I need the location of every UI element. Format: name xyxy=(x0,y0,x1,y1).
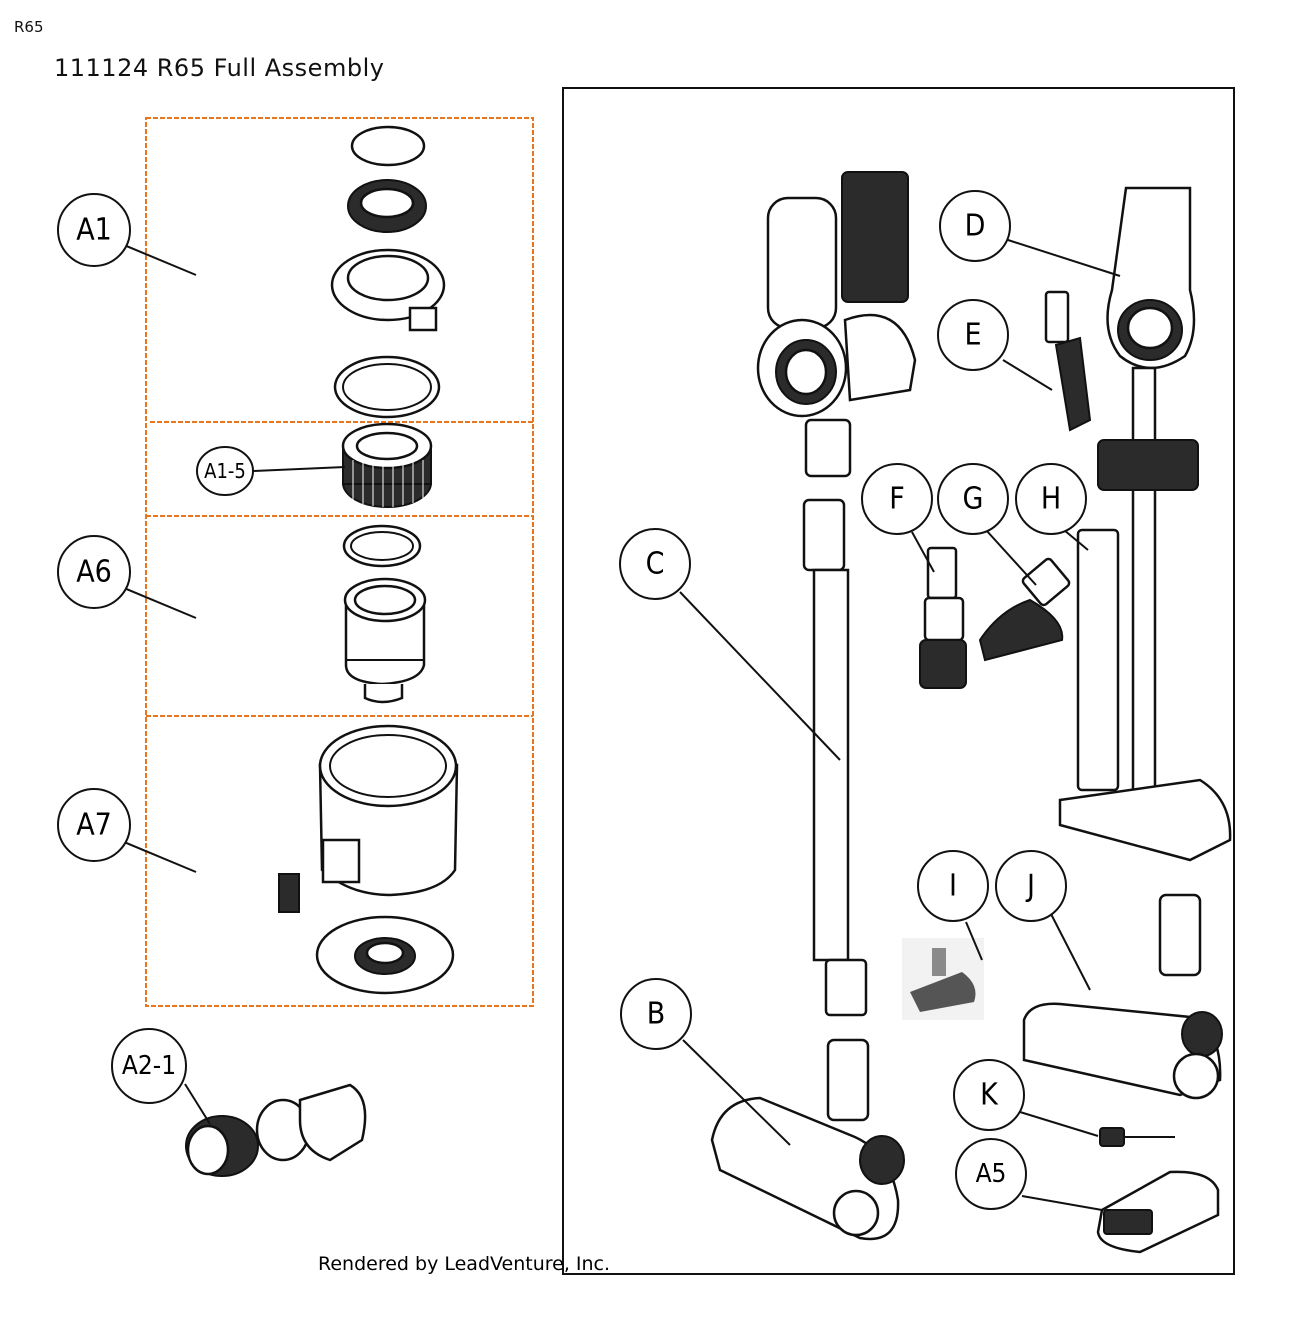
callout-a1-5[interactable]: A1-5 xyxy=(196,446,254,496)
callout-a1[interactable]: A1 xyxy=(57,193,131,267)
callout-j-label: J xyxy=(1025,869,1035,904)
j-turbo-floor-head[interactable] xyxy=(1022,893,1223,1100)
f-upholstery-tool[interactable] xyxy=(919,546,967,689)
e-brush-tool[interactable] xyxy=(1044,290,1092,432)
callout-a2-1[interactable]: A2-1 xyxy=(111,1028,187,1104)
leader-lines xyxy=(123,239,1121,1211)
callout-c[interactable]: C xyxy=(619,528,691,600)
a5-battery[interactable] xyxy=(1096,1170,1220,1254)
callout-j[interactable]: J xyxy=(995,850,1067,922)
callout-a7-label: A7 xyxy=(76,808,112,843)
callout-a5-label: A5 xyxy=(976,1159,1007,1189)
callout-b[interactable]: B xyxy=(620,978,692,1050)
callout-c-label: C xyxy=(646,547,665,582)
callout-k[interactable]: K xyxy=(953,1059,1025,1131)
callout-i[interactable]: I xyxy=(917,850,989,922)
a2-1-motor-assembly[interactable] xyxy=(185,1083,367,1177)
callout-a6-label: A6 xyxy=(76,555,112,590)
callout-d[interactable]: D xyxy=(939,190,1011,262)
callout-d-label: D xyxy=(965,209,986,244)
callout-f-label: F xyxy=(889,482,905,517)
callout-a7[interactable]: A7 xyxy=(57,788,131,862)
d-charging-stand[interactable] xyxy=(1058,186,1232,862)
callout-a1-5-label: A1-5 xyxy=(204,459,246,483)
main-assembly-frame xyxy=(562,87,1235,1275)
callout-a5[interactable]: A5 xyxy=(955,1138,1027,1210)
a1-5-filter[interactable] xyxy=(341,422,433,508)
callout-a1-label: A1 xyxy=(76,213,112,248)
callout-h-label: H xyxy=(1041,482,1061,517)
b-floor-head[interactable] xyxy=(710,1038,905,1241)
callout-a2-1-label: A2-1 xyxy=(122,1051,176,1081)
callout-h[interactable]: H xyxy=(1015,463,1087,535)
k-charger[interactable] xyxy=(1099,1127,1175,1147)
main-vacuum-body[interactable] xyxy=(756,171,917,478)
g-dusting-brush[interactable] xyxy=(978,557,1071,662)
a6-cyclone-assembly[interactable] xyxy=(342,524,427,704)
filter-group-outlines xyxy=(145,117,534,1007)
a7-dust-bin[interactable] xyxy=(278,724,459,995)
callout-g[interactable]: G xyxy=(937,463,1009,535)
breadcrumb[interactable]: R65 xyxy=(14,18,44,36)
c-extension-wand[interactable] xyxy=(802,498,868,1017)
callout-f[interactable]: F xyxy=(861,463,933,535)
page-title: 111124 R65 Full Assembly xyxy=(54,54,385,82)
a1-lid-assembly[interactable] xyxy=(330,125,446,419)
callout-a6[interactable]: A6 xyxy=(57,535,131,609)
i-mini-turbo-photo[interactable] xyxy=(902,938,984,1020)
callout-g-label: G xyxy=(963,482,984,517)
callout-e[interactable]: E xyxy=(937,299,1009,371)
callout-i-label: I xyxy=(949,869,957,904)
callout-b-label: B xyxy=(647,997,666,1032)
callout-k-label: K xyxy=(980,1078,999,1113)
callout-e-label: E xyxy=(964,318,981,353)
render-credit: Rendered by LeadVenture, Inc. xyxy=(318,1253,610,1275)
